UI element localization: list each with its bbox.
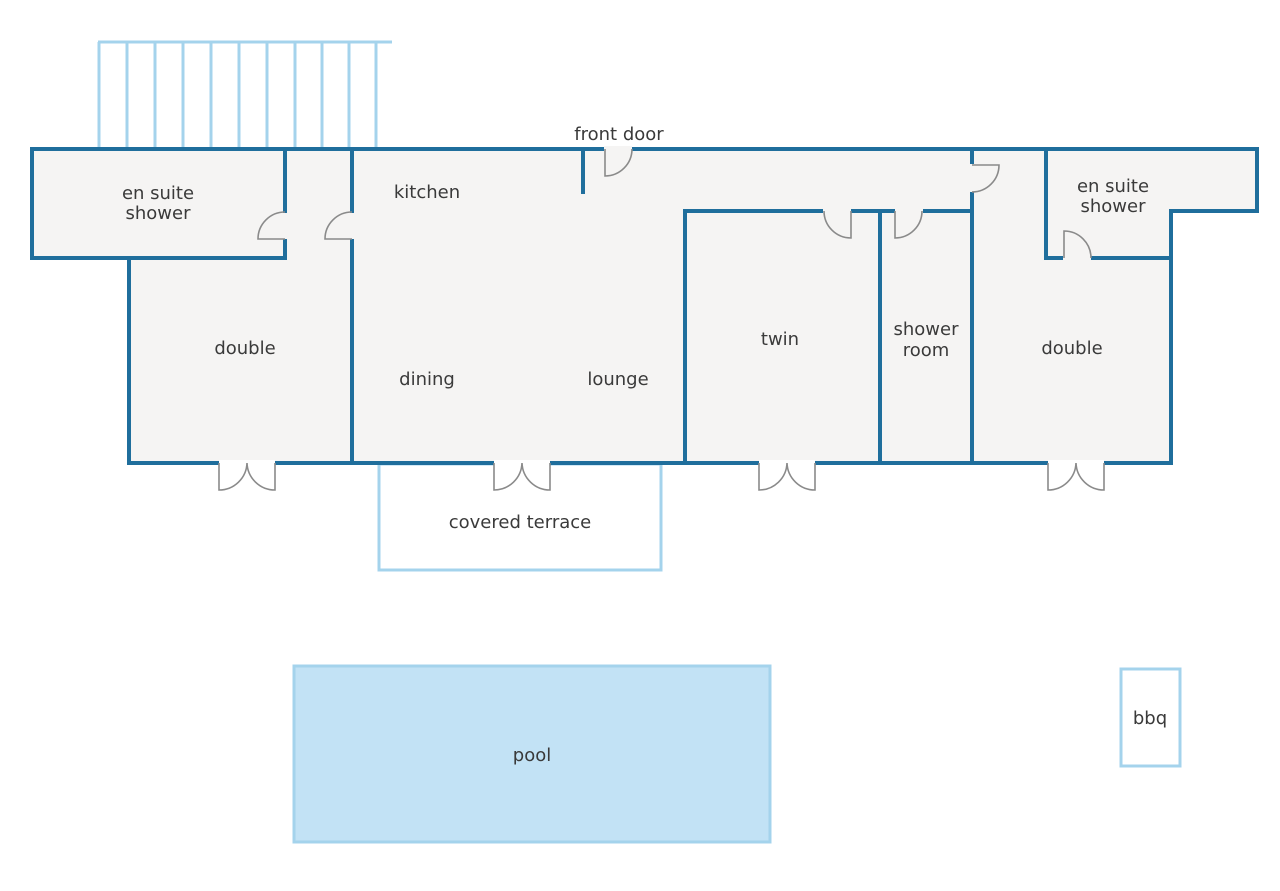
door-front — [604, 148, 633, 177]
door-twin — [823, 210, 852, 239]
label-kitchen: kitchen — [394, 182, 460, 203]
french-door-double-left — [218, 462, 276, 491]
door-double-right — [971, 164, 1000, 193]
pool — [292, 664, 772, 844]
room-labels: front door kitchen en suite shower doubl… — [122, 124, 1167, 766]
door-swings — [218, 148, 1105, 491]
label-dining: dining — [399, 369, 455, 390]
label-double-right: double — [1041, 338, 1102, 359]
french-door-lounge — [493, 462, 551, 491]
door-corridor — [324, 211, 353, 240]
deck-steps — [97, 40, 392, 149]
label-en-suite-right-line2: shower — [1081, 196, 1147, 217]
label-shower-room-line2: room — [903, 340, 950, 361]
label-twin: twin — [761, 329, 799, 350]
label-pool: pool — [513, 745, 551, 766]
door-ensuite-right — [1063, 230, 1092, 259]
french-door-twin — [758, 462, 816, 491]
house-floor — [32, 149, 1257, 463]
label-en-suite-right-line1: en suite — [1077, 176, 1149, 197]
label-double-left: double — [214, 338, 275, 359]
label-lounge: lounge — [587, 369, 648, 390]
label-en-suite-left-line2: shower — [126, 203, 192, 224]
french-door-double-right — [1047, 462, 1105, 491]
label-covered-terrace: covered terrace — [449, 512, 591, 533]
label-bbq: bbq — [1133, 708, 1167, 729]
walls — [30, 147, 1259, 465]
label-front-door: front door — [574, 124, 664, 145]
label-en-suite-left-line1: en suite — [122, 183, 194, 204]
door-ensuite-left — [257, 211, 286, 240]
door-shower-room — [894, 210, 923, 239]
bbq — [1119, 667, 1182, 768]
label-shower-room-line1: shower — [894, 319, 960, 340]
